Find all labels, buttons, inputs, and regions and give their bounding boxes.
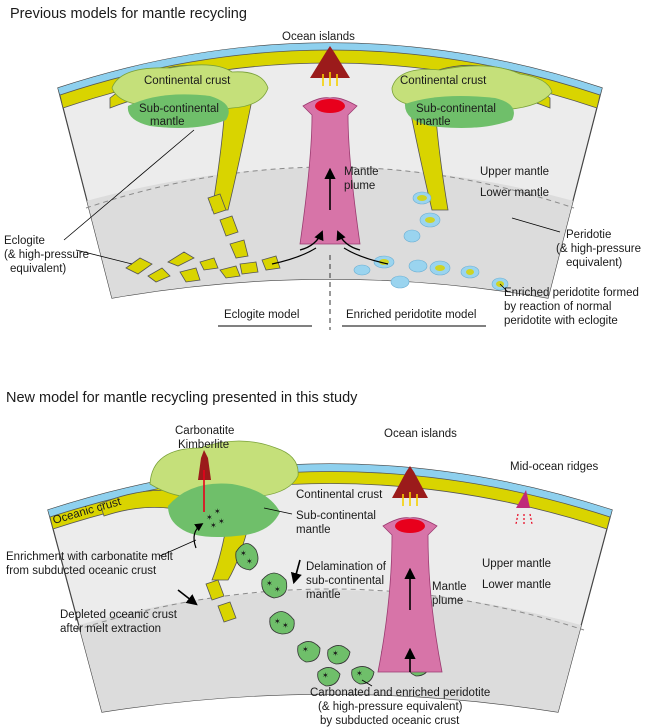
continental-crust-label-bottom: Continental crust	[296, 489, 383, 501]
eclogite-label-2: (& high-pressure	[4, 249, 89, 261]
svg-text:✶: ✶	[322, 671, 329, 680]
enriched-peridotite-label-1: Enriched peridotite formed	[504, 287, 639, 299]
svg-text:✶: ✶	[302, 645, 309, 654]
depleted-crust-label-1: Depleted oceanic crust	[60, 609, 178, 621]
kimberlite-label: Kimberlite	[178, 439, 229, 451]
enrichment-label-2: from subducted oceanic crust	[6, 565, 157, 577]
ocean-island-volcano-top	[310, 46, 350, 78]
peridotie-label-1: Peridotie	[566, 229, 611, 241]
lower-mantle-label-bottom: Lower mantle	[482, 579, 551, 591]
svg-text:✶: ✶	[274, 617, 281, 626]
mid-ocean-ridges-label: Mid-ocean ridges	[510, 461, 598, 473]
delamination-label-3: mantle	[306, 589, 341, 601]
svg-text:✶: ✶	[274, 585, 281, 594]
sub-continental-mantle-right	[404, 96, 514, 128]
enriched-peridotite-label-2: by reaction of normal	[504, 301, 611, 313]
svg-text:✶: ✶	[282, 621, 289, 630]
mantle-plume-label-top-1: Mantle	[344, 166, 379, 178]
svg-text:✶: ✶	[266, 579, 273, 588]
upper-mantle-label-bottom: Upper mantle	[482, 558, 551, 570]
plume-head-bottom	[395, 519, 425, 533]
mantle-plume-label-bottom-2: plume	[432, 595, 463, 607]
eclogite-label-3: equivalent)	[10, 263, 66, 275]
sub-continental-label-bottom-1: Sub-continental	[296, 510, 376, 522]
sub-continental-left-line1: Sub-continental	[139, 103, 219, 115]
upper-lower-mantle-boundary-bottom	[75, 588, 585, 631]
mid-ocean-ridge	[516, 490, 530, 508]
bottom-cross-section: ✶✶ ✶✶ ✶✶ ✶✶ ✶✶ ✶✶ ✶✶✶✶	[47, 440, 613, 713]
top-panel-title: Previous models for mantle recycling	[10, 6, 247, 22]
bottom-panel-title: New model for mantle recycling presented…	[6, 390, 358, 406]
continental-crust-right-label: Continental crust	[400, 75, 487, 87]
carbonated-peridotite-label-3: by subducted oceanic crust	[320, 715, 460, 727]
svg-text:✶: ✶	[240, 549, 247, 558]
eclogite-label-1: Eclogite	[4, 235, 45, 247]
carbonated-peridotite-label-2: (& high-pressure equivalent)	[318, 701, 463, 713]
peridotie-label-2: (& high-pressure	[556, 243, 641, 255]
ocean-island-volcano-bottom	[392, 466, 428, 498]
lower-mantle-label-top: Lower mantle	[480, 187, 549, 199]
svg-text:✶: ✶	[210, 521, 217, 530]
sub-continental-left-line2: mantle	[150, 116, 185, 128]
delamination-label-2: sub-continental	[306, 575, 384, 587]
mantle-plume-label-bottom-1: Mantle	[432, 581, 467, 593]
enriched-peridotite-model-label: Enriched peridotite model	[346, 309, 476, 321]
enriched-peridotite-blobs	[353, 191, 509, 291]
svg-text:✶: ✶	[206, 513, 213, 522]
upper-mantle-label-top: Upper mantle	[480, 166, 549, 178]
sub-continental-right-line1: Sub-continental	[416, 103, 496, 115]
kimberlite-volcano	[198, 450, 211, 480]
carbonated-peridotite-label-1: Carbonated and enriched peridotite	[310, 687, 490, 699]
sub-continental-right-line2: mantle	[416, 116, 451, 128]
carbonatite-label: Carbonatite	[175, 425, 234, 437]
sub-continental-mantle-left	[127, 94, 229, 128]
svg-text:✶: ✶	[332, 649, 339, 658]
top-labels: Ocean islands Continental crust Continen…	[4, 31, 641, 327]
depleted-crust-label-2: after melt extraction	[60, 623, 161, 635]
plume-head-top	[315, 99, 345, 113]
svg-text:✶: ✶	[356, 669, 363, 678]
ocean-layer	[58, 43, 602, 95]
depleted-crust-fragments	[205, 579, 237, 623]
eclogite-model-label: Eclogite model	[224, 309, 299, 321]
svg-text:✶: ✶	[246, 557, 253, 566]
mantle-plume-label-top-2: plume	[344, 180, 375, 192]
continental-crust-left-label: Continental crust	[144, 75, 231, 87]
eclogite-fragments	[125, 193, 281, 283]
top-cross-section	[57, 42, 603, 330]
upper-lower-mantle-boundary	[85, 166, 575, 209]
delamination-label-1: Delamination of	[306, 561, 387, 573]
svg-text:✶: ✶	[218, 517, 225, 526]
ocean-islands-label-bottom: Ocean islands	[384, 428, 457, 440]
enrichment-label-1: Enrichment with carbonatite melt	[6, 551, 174, 563]
peridotie-label-3: equivalent)	[566, 257, 622, 269]
sub-continental-label-bottom-2: mantle	[296, 524, 331, 536]
ocean-islands-label-top: Ocean islands	[282, 31, 355, 43]
enriched-peridotite-label-3: peridotite with eclogite	[504, 315, 618, 327]
svg-text:✶: ✶	[214, 507, 221, 516]
